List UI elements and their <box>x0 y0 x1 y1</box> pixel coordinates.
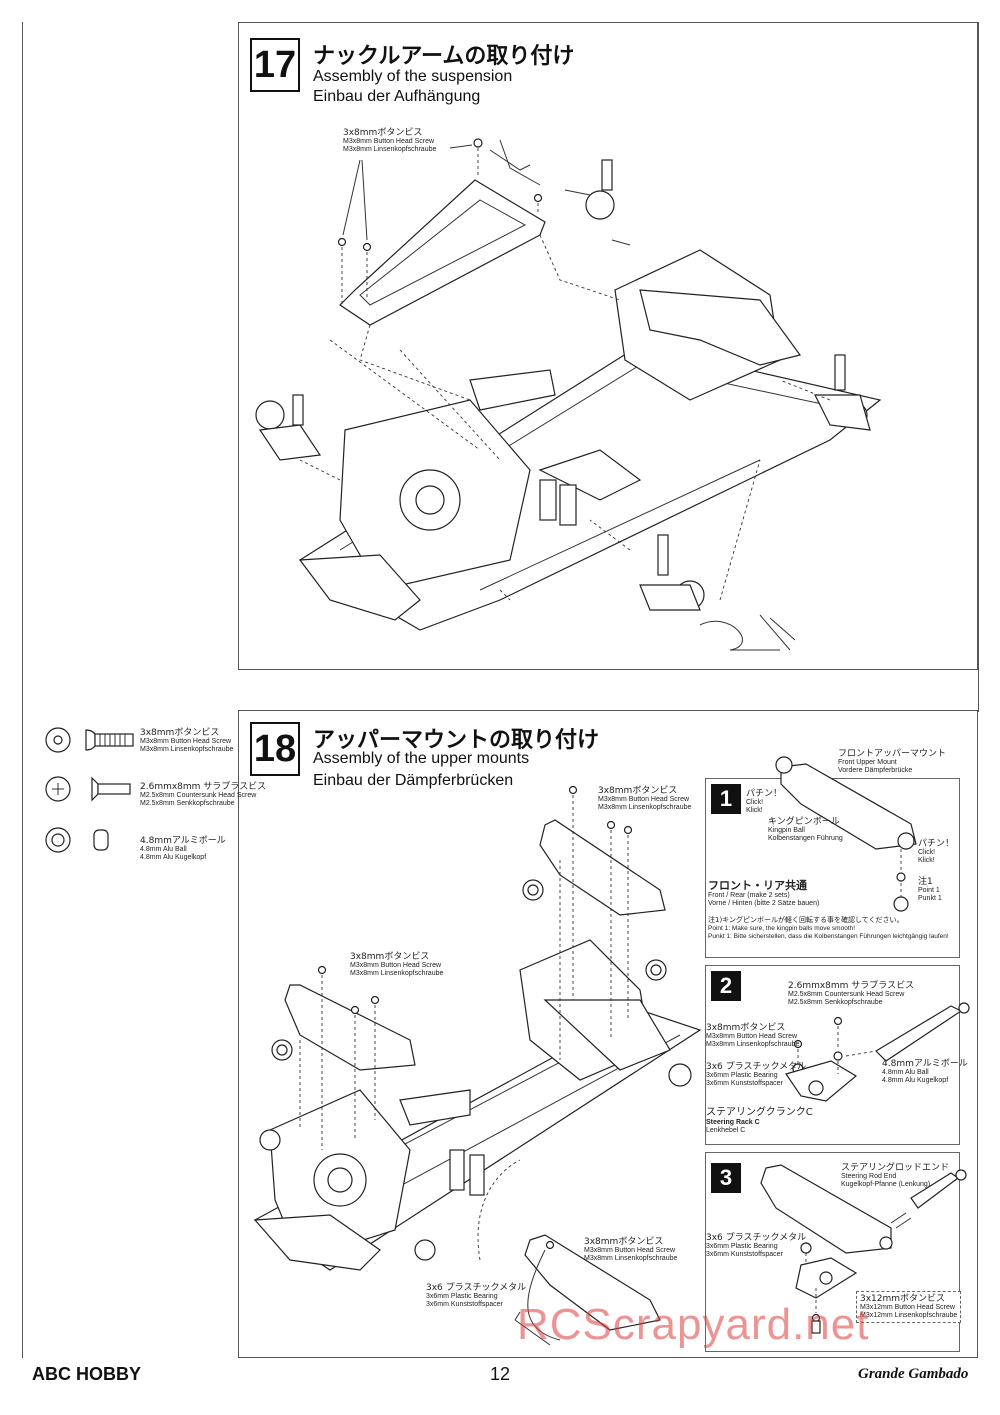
step18-number: 18 <box>250 722 300 776</box>
step18-spacer-label-bottom: 3x6 プラスチックメタル 3x6mm Plastic Bearing 3x6m… <box>426 1283 527 1308</box>
step17-chassis-drawing <box>255 138 882 651</box>
footer-brand-right: Grande Gambado <box>858 1366 969 1382</box>
substep1-box: 1 パチン！ Click! Klick! フロントアッパーマウント Front … <box>705 749 960 958</box>
right-margin-rule <box>978 22 979 712</box>
step17-title-en: Assembly of the suspension <box>313 68 513 85</box>
substep2-number: 2 <box>711 971 741 1001</box>
countersunk-screw-icon <box>45 776 131 802</box>
legend-panel: 3x8mmボタンビス M3x8mm Button Head Screw M3x8… <box>40 720 266 880</box>
legend-countersunk-de: M2.5x8mm Senkkopfschraube <box>140 800 235 807</box>
step17-frame <box>238 22 978 670</box>
legend-ball-de: 4.8mm Alu Kugelkopf <box>140 854 207 861</box>
substep3-screw-label: 3x12mmボタンビス M3x12mm Button Head Screw M3… <box>856 1291 962 1323</box>
page-number: 12 <box>490 1364 511 1384</box>
step17-number: 17 <box>250 38 300 92</box>
substep2-box: 2 2.6mmx8mm サラブラスビス M2.5x8mm Countersunk… <box>705 965 970 1145</box>
substep2-alu-label: 4.8mmアルミボール 4.8mm Alu Ball 4.8mm Alu Kug… <box>882 1059 968 1084</box>
step17-title-de: Einbau der Aufhängung <box>313 88 481 105</box>
substep2-drawing <box>785 1002 970 1102</box>
substep1-click1: パチン！ Click! Klick! <box>746 789 783 814</box>
alu-ball-icon <box>45 827 109 853</box>
substep2-button-label: 3x8mmボタンビス M3x8mm Button Head Screw M3x8… <box>706 1023 800 1048</box>
legend-ball-jp: 4.8mmアルミボール <box>140 836 226 846</box>
left-margin-rule <box>22 22 23 1358</box>
substep1-mount-label: フロントアッパーマウント Front Upper Mount Vordere D… <box>838 749 947 774</box>
substep1-common: フロント・リア共通 Front / Rear (make 2 sets) Vor… <box>708 879 820 907</box>
legend-countersunk-en: M2.5x8mm Countersunk Head Screw <box>140 792 257 799</box>
step18-title-en: Assembly of the upper mounts <box>313 750 530 767</box>
step17-screw-label: 3x8mmボタンビス M3x8mm Button Head Screw M3x8… <box>343 128 437 153</box>
legend-screw-jp: 3x8mmボタンビス <box>140 728 220 738</box>
legend-screw-en: M3x8mm Button Head Screw <box>140 738 232 745</box>
substep3-rodend-label: ステアリングロッドエンド Steering Rod End Kugelkopf-… <box>841 1163 950 1188</box>
legend-countersunk-jp: 2.6mmx8mm サラブラスビス <box>140 782 267 792</box>
step18-title-de: Einbau der Dämpferbrücken <box>313 772 514 789</box>
substep2-rack-label: ステアリングクランクC Steering Rack C Lenkhebel C <box>706 1107 813 1134</box>
substep3-drawing <box>760 1164 967 1334</box>
substep3-number: 3 <box>711 1163 741 1193</box>
substep2-countersunk-label: 2.6mmx8mm サラブラスビス M2.5x8mm Countersunk H… <box>788 981 915 1006</box>
step18-frame <box>238 710 978 1358</box>
step17-title-jp: ナックルアームの取り付け <box>313 44 575 69</box>
watermark: RCScrapyard.net <box>517 1300 870 1349</box>
substep1-click2: パチン！ Click! Klick! <box>918 839 955 864</box>
substep1-number: 1 <box>711 784 741 814</box>
step18-title-jp: アッパーマウントの取り付け <box>313 728 600 753</box>
legend-ball-en: 4.8mm Alu Ball <box>140 846 187 853</box>
step18-screw-label-left: 3x8mmボタンビス M3x8mm Button Head Screw M3x8… <box>350 952 444 977</box>
substep3-box: 3 ステアリングロッドエンド Steering Rod End Kugelkop… <box>705 1152 967 1352</box>
legend-screw-de: M3x8mm Linsenkopfschraube <box>140 746 234 753</box>
button-head-screw-icon <box>45 727 134 753</box>
substep1-drawing <box>775 756 917 912</box>
step18-screw-label-bottom: 3x8mmボタンビス M3x8mm Button Head Screw M3x8… <box>584 1237 678 1262</box>
substep2-plastic-label: 3x6 プラスチックメタル 3x6mm Plastic Bearing 3x6m… <box>706 1062 807 1087</box>
step18-screw-label-top: 3x8mmボタンビス M3x8mm Button Head Screw M3x8… <box>598 786 692 811</box>
footer-brand-left: ABC HOBBY <box>32 1364 142 1384</box>
substep1-note: 注1 Point 1 Punkt 1 <box>918 877 942 902</box>
substep1-point: 注1)キングピンボールが軽く回転する事を確認してください。 Point 1: M… <box>708 916 949 940</box>
substep1-kingpin-label: キングピンボール Kingpin Ball Kolbenstangen Führ… <box>768 817 843 842</box>
substep3-plastic-label: 3x6 プラスチックメタル 3x6mm Plastic Bearing 3x6m… <box>706 1233 807 1258</box>
